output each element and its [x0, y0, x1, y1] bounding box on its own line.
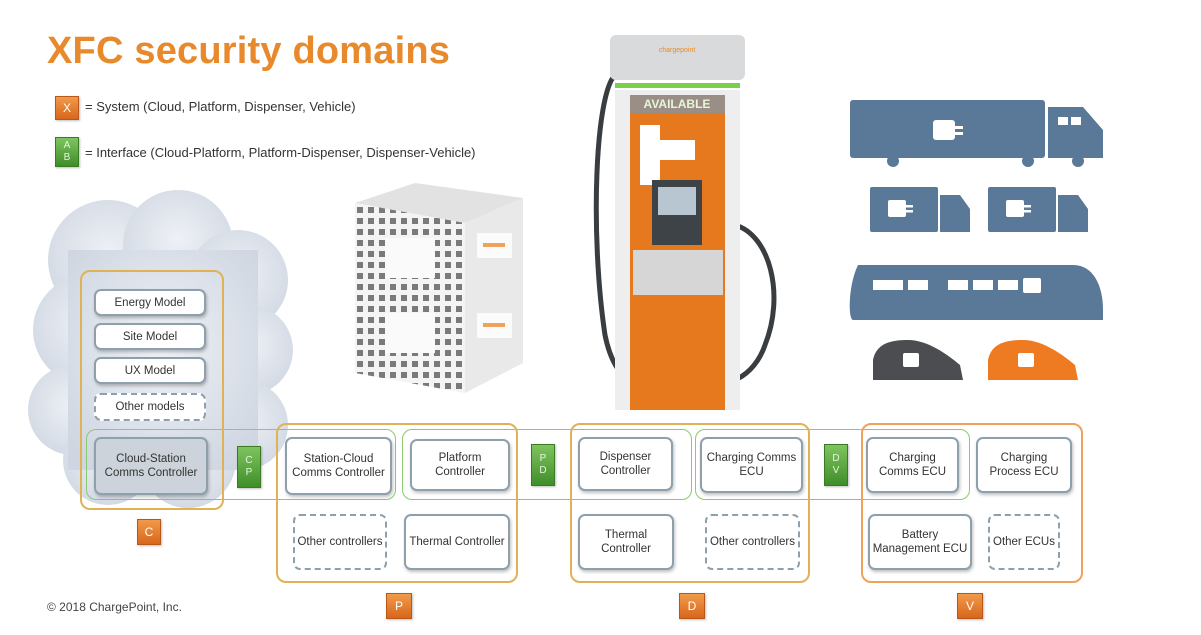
- interface-badge-top: A: [63, 140, 71, 151]
- cloud-badge: C: [137, 519, 161, 545]
- pd-interface-badge: P D: [531, 444, 555, 486]
- pd-badge-bottom: D: [539, 465, 547, 476]
- dispenser-image: AVAILABLE chargepoint: [593, 35, 777, 410]
- dispenser-thermal-controller-node: Thermal Controller: [578, 514, 674, 570]
- ux-model-node: UX Model: [94, 357, 206, 384]
- legend-system-text: = System (Cloud, Platform, Dispenser, Ve…: [85, 99, 356, 114]
- platform-controller-node: Platform Controller: [410, 439, 510, 491]
- vehicle-charging-comms-node: Charging Comms ECU: [866, 437, 959, 493]
- platform-thermal-controller-node: Thermal Controller: [404, 514, 510, 570]
- platform-other-controllers-node: Other controllers: [293, 514, 387, 570]
- other-models-node: Other models: [94, 393, 206, 421]
- page-title: XFC security domains: [47, 30, 451, 72]
- cp-badge-bottom: P: [245, 467, 253, 478]
- dv-badge-bottom: V: [832, 465, 840, 476]
- charging-process-node: Charging Process ECU: [976, 437, 1072, 493]
- cp-badge-top: C: [245, 455, 253, 466]
- legend-interface-text: = Interface (Cloud-Platform, Platform-Di…: [85, 145, 476, 160]
- system-badge: X: [55, 96, 79, 120]
- dispenser-controller-node: Dispenser Controller: [578, 437, 673, 491]
- site-model-node: Site Model: [94, 323, 206, 350]
- vehicles-image: [849, 100, 1103, 380]
- power-platform-image: [355, 183, 523, 393]
- dispenser-other-controllers-node: Other controllers: [705, 514, 800, 570]
- dispenser-badge: D: [679, 593, 705, 619]
- platform-badge: P: [386, 593, 412, 619]
- copyright-text: © 2018 ChargePoint, Inc.: [47, 600, 182, 614]
- dv-interface-badge: D V: [824, 444, 848, 486]
- vehicle-badge: V: [957, 593, 983, 619]
- dispenser-brand: chargepoint: [659, 47, 696, 54]
- pd-badge-top: P: [539, 453, 547, 464]
- other-ecus-node: Other ECUs: [988, 514, 1060, 570]
- energy-model-node: Energy Model: [94, 289, 206, 316]
- station-cloud-comms-node: Station-Cloud Comms Controller: [285, 437, 392, 495]
- interface-cloud-platform-outline: [86, 429, 396, 500]
- interface-platform-dispenser-outline: [402, 429, 692, 500]
- cp-interface-badge: C P: [237, 446, 261, 488]
- cloud-domain-outline: [80, 270, 224, 510]
- dv-badge-top: D: [832, 453, 840, 464]
- interface-badge-bottom: B: [63, 152, 71, 163]
- vehicle-domain-outline: [861, 423, 1083, 583]
- interface-badge: A B: [55, 137, 79, 167]
- platform-domain-outline: [276, 423, 518, 583]
- interface-dispenser-vehicle-outline: [695, 429, 970, 500]
- available-sign: AVAILABLE: [644, 97, 711, 111]
- cloud-station-comms-node: Cloud-Station Comms Controller: [94, 437, 208, 495]
- dispenser-domain-outline: [570, 423, 810, 583]
- dispenser-charging-comms-node: Charging Comms ECU: [700, 437, 803, 493]
- battery-management-node: Battery Management ECU: [868, 514, 972, 570]
